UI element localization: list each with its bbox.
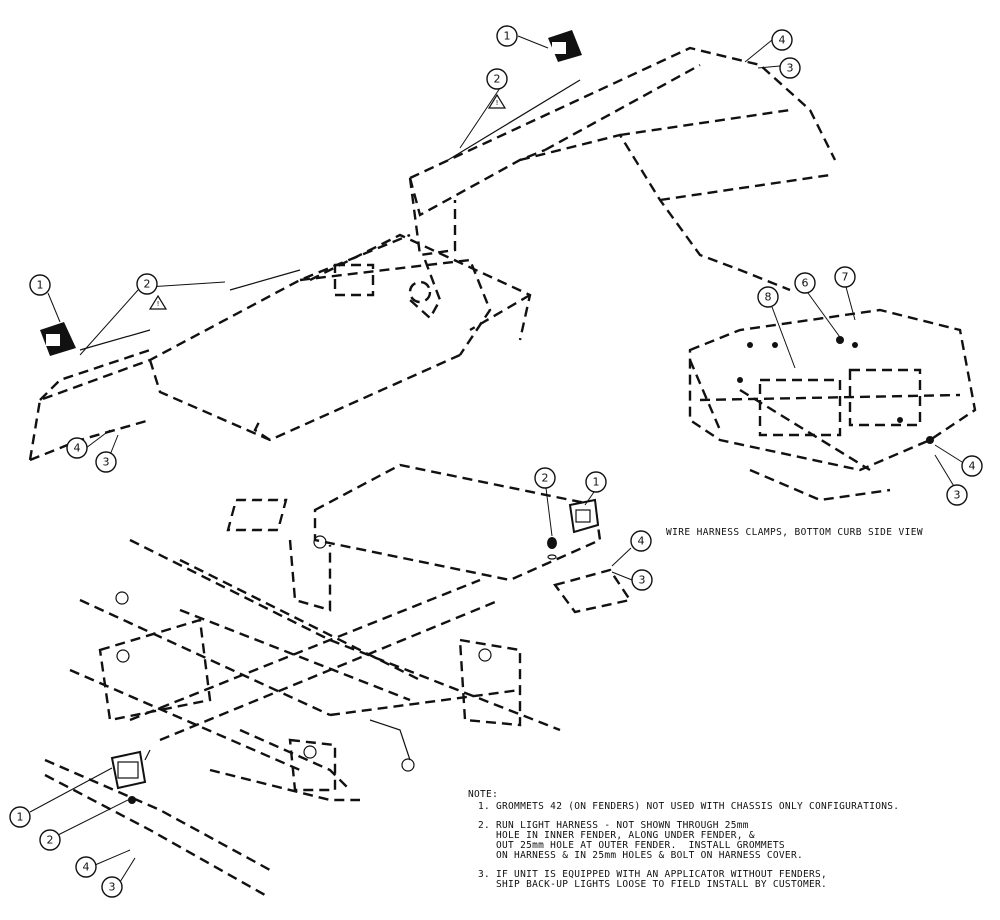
svg-text:7: 7 [842, 271, 849, 284]
light-icon [110, 749, 151, 804]
callout-balloon: 1 [585, 471, 607, 493]
callout-balloon: 3 [101, 876, 123, 898]
callout-balloon: 1 [9, 806, 31, 828]
svg-text:1: 1 [17, 811, 24, 824]
note-number: 2. [477, 820, 490, 831]
callout-balloon: 1 [29, 274, 51, 296]
callout-balloon: 4 [961, 455, 983, 477]
light-icon [547, 498, 600, 560]
svg-text:!: ! [496, 99, 499, 107]
note-text: GROMMETS 42 (ON FENDERS) NOT USED WITH C… [496, 801, 900, 812]
svg-text:4: 4 [779, 34, 786, 47]
svg-text:8: 8 [765, 291, 772, 304]
svg-text:2: 2 [47, 834, 54, 847]
callouts-top-fender-right: 1 2 4 3 [459, 25, 801, 149]
callout-balloon: 4 [75, 856, 97, 878]
callout-balloon: 3 [95, 451, 117, 473]
callout-balloon: 2 [486, 68, 508, 90]
callout-balloon: 2 [39, 829, 61, 851]
svg-text:2: 2 [144, 278, 151, 291]
svg-text:1: 1 [37, 279, 44, 292]
svg-text:2: 2 [494, 73, 501, 86]
svg-text:3: 3 [639, 574, 646, 587]
svg-text:4: 4 [83, 861, 90, 874]
note-item: 2. RUN LIGHT HARNESS - NOT SHOWN THROUGH… [468, 821, 899, 861]
svg-text:3: 3 [103, 456, 110, 469]
callout-balloon: 2 [534, 467, 556, 489]
warning-triangle-icon: ! [487, 93, 507, 109]
light-icon [548, 30, 582, 62]
note-text: IF UNIT IS EQUIPPED WITH AN APPLICATOR W… [496, 869, 828, 890]
notes-heading: NOTE: [468, 789, 499, 800]
svg-text:3: 3 [954, 489, 961, 502]
note-item: 3. IF UNIT IS EQUIPPED WITH AN APPLICATO… [468, 870, 899, 890]
callout-balloon: 4 [66, 437, 88, 459]
callout-balloon: 7 [834, 266, 856, 288]
svg-text:2: 2 [542, 472, 549, 485]
callout-balloon: 1 [496, 25, 518, 47]
callout-balloon: 4 [771, 29, 793, 51]
note-item: 1. GROMMETS 42 (ON FENDERS) NOT USED WIT… [468, 802, 899, 812]
callouts-chassis-bottom-left: 1 2 4 3 [9, 767, 136, 898]
svg-text:4: 4 [74, 442, 81, 455]
svg-text:3: 3 [109, 881, 116, 894]
callout-balloon: 3 [779, 57, 801, 79]
callouts-clamp-detail: 8 6 7 4 3 [757, 266, 983, 506]
svg-text:6: 6 [802, 277, 809, 290]
detail-caption: WIRE HARNESS CLAMPS, BOTTOM CURB SIDE VI… [666, 527, 924, 538]
callout-balloon: 4 [630, 530, 652, 552]
clamp-detail-view [688, 308, 977, 502]
svg-text:1: 1 [504, 30, 511, 43]
svg-text:4: 4 [969, 460, 976, 473]
note-text: RUN LIGHT HARNESS - NOT SHOWN THROUGH 25… [496, 820, 803, 861]
callout-balloon: 3 [631, 569, 653, 591]
svg-text:3: 3 [787, 62, 794, 75]
svg-text:4: 4 [638, 535, 645, 548]
callouts-chassis-center: 2 1 4 3 [534, 467, 653, 591]
light-icon [40, 322, 76, 356]
notes-block: NOTE: 1. GROMMETS 42 (ON FENDERS) NOT US… [468, 790, 899, 899]
svg-text:!: ! [157, 300, 160, 308]
note-number: 3. [477, 869, 490, 880]
chassis-frame [44, 463, 632, 897]
note-number: 1. [477, 801, 490, 812]
callout-balloon: 8 [757, 286, 779, 308]
callout-balloon: 2 [136, 273, 158, 295]
warning-triangle-icon: ! [148, 294, 168, 310]
callouts-top-fender-left: 1 2 4 3 [29, 273, 226, 473]
svg-text:1: 1 [593, 476, 600, 489]
callout-balloon: 6 [794, 272, 816, 294]
callout-balloon: 3 [946, 484, 968, 506]
fender-assembly [28, 30, 837, 462]
